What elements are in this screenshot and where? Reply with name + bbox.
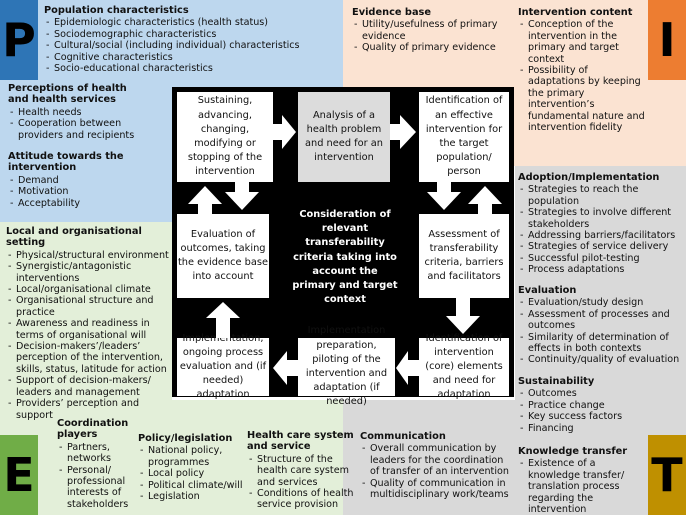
arrow-down-icon (446, 298, 480, 334)
list-item: Quality of communication in multidiscipl… (360, 478, 512, 501)
arrow-left-icon (273, 351, 298, 385)
knowledge-transfer-title: Knowledge transfer (518, 446, 628, 457)
policy-block: Policy/legislation National policy, prog… (138, 433, 246, 503)
list-item: Practice change (518, 400, 678, 412)
list-item: Similarity of determination of effects i… (518, 332, 684, 355)
cycle-box-sustaining: Sustaining, advancing, changing, modifyi… (177, 92, 273, 182)
list-item: Motivation (8, 186, 138, 198)
i-letter: I (648, 0, 686, 80)
list-item: Support of decision-makers/ leaders and … (6, 375, 171, 398)
list-item: Process adaptations (518, 264, 684, 276)
cycle-box-assessment: Assessment of transferability criteria, … (419, 214, 509, 298)
list-item: Health needs (8, 107, 136, 119)
list-item: Organisational structure and practice (6, 295, 171, 318)
communication-title: Communication (360, 431, 446, 442)
list-item: Epidemiologic characteristics (health st… (44, 17, 340, 29)
arrow-right-icon (273, 115, 296, 149)
list-item: Utility/usefulness of primary evidence (352, 19, 504, 42)
center-statement: Consideration of relevant transferabilit… (292, 209, 398, 306)
t-letter: T (648, 435, 686, 515)
arrow-right-icon (390, 115, 416, 149)
cycle-box-analysis: Analysis of a health problem and need fo… (298, 92, 390, 182)
list-item: Political climate/will (138, 480, 246, 492)
intervention-content-block: Intervention content Conception of the i… (518, 7, 646, 133)
list-item: Structure of the health care system and … (247, 454, 355, 488)
list-item: Legislation (138, 491, 246, 503)
list-item: Local/organisational climate (6, 284, 171, 296)
list-item: Key success factors (518, 411, 678, 423)
coordination-block: Coordination players Partners, networks … (57, 418, 137, 510)
list-item: Quality of primary evidence (352, 42, 504, 54)
evaluation-block: Evaluation Evaluation/study design Asses… (518, 285, 684, 366)
communication-block: Communication Overall communication by l… (360, 431, 512, 500)
arrow-up-icon (206, 302, 240, 338)
policy-title: Policy/legislation (138, 433, 233, 444)
attitude-block: Attitude towards the intervention Demand… (8, 151, 138, 209)
evaluation-title: Evaluation (518, 285, 577, 296)
p-letter: P (0, 0, 38, 80)
list-item: Strategies to involve different stakehol… (518, 207, 684, 230)
list-item: Outcomes (518, 388, 678, 400)
knowledge-transfer-block: Knowledge transfer Existence of a knowle… (518, 446, 648, 515)
list-item: Awareness and readiness in terms of orga… (6, 318, 171, 341)
list-item: Demand (8, 175, 138, 187)
adoption-block: Adoption/Implementation Strategies to re… (518, 172, 684, 276)
arrow-left-icon (396, 351, 419, 385)
list-item: Cognitive characteristics (44, 52, 340, 64)
list-item: Existence of a knowledge transfer/ trans… (518, 458, 648, 515)
list-item: National policy, programmes (138, 445, 246, 468)
list-item: Strategies of service delivery (518, 241, 684, 253)
evidence-block: Evidence base Utility/usefulness of prim… (352, 7, 504, 54)
list-item: Cooperation between providers and recipi… (8, 118, 136, 141)
population-title: Population characteristics (44, 5, 189, 16)
list-item: Synergistic/antagonistic interventions (6, 261, 171, 284)
list-item: Socio-educational characteristics (44, 63, 340, 75)
list-item: Partners, networks (57, 442, 137, 465)
list-item: Cultural/social (including individual) c… (44, 40, 340, 52)
evidence-title: Evidence base (352, 7, 432, 18)
arrow-up-icon (188, 186, 222, 214)
adoption-title: Adoption/Implementation (518, 172, 660, 183)
list-item: Providers’ perception and support (6, 398, 171, 421)
list-item: Evaluation/study design (518, 297, 684, 309)
list-item: Successful pilot-testing (518, 253, 684, 265)
e-letter: E (0, 435, 38, 515)
arrow-up-icon (468, 186, 502, 214)
list-item: Financing (518, 423, 678, 435)
list-item: Conception of the intervention in the pr… (518, 19, 646, 65)
list-item: Decision-makers’/leaders’ perception of … (6, 341, 171, 375)
local-setting-block: Local and organisational setting Physica… (6, 226, 171, 421)
arrow-down-icon (225, 182, 259, 210)
coordination-title: Coordination players (57, 418, 129, 441)
health-care-title: Health care system and service (247, 430, 354, 453)
list-item: Overall communication by leaders for the… (360, 443, 512, 477)
attitude-title: Attitude towards the intervention (8, 151, 124, 174)
list-item: Sociodemographic characteristics (44, 29, 340, 41)
list-item: Local policy (138, 468, 246, 480)
health-care-block: Health care system and service Structure… (247, 430, 355, 511)
population-block: Population characteristics Epidemiologic… (44, 5, 340, 75)
sustainability-title: Sustainability (518, 376, 595, 387)
list-item: Assessment of processes and outcomes (518, 309, 684, 332)
perceptions-title: Perceptions of health and health service… (8, 83, 127, 106)
list-item: Continuity/quality of evaluation (518, 354, 684, 366)
list-item: Physical/structural environment (6, 250, 171, 262)
cycle-box-evaluation: Evaluation of outcomes, taking the evide… (177, 214, 269, 298)
intervention-content-title: Intervention content (518, 7, 633, 18)
perceptions-block: Perceptions of health and health service… (8, 83, 136, 141)
sustainability-block: Sustainability Outcomes Practice change … (518, 376, 678, 434)
list-item: Strategies to reach the population (518, 184, 684, 207)
cycle-box-identification-effective: Identification of an effective intervent… (419, 92, 509, 182)
cycle-box-identification-core: Identification of intervention (core) el… (419, 333, 509, 400)
local-setting-title: Local and organisational setting (6, 226, 142, 249)
list-item: Addressing barriers/facilitators (518, 230, 684, 242)
arrow-down-icon (427, 182, 461, 210)
list-item: Conditions of health service provision (247, 488, 355, 511)
list-item: Personal/ professional interests of stak… (57, 465, 137, 511)
list-item: Acceptability (8, 198, 138, 210)
list-item: Possibility of adaptations by keeping th… (518, 65, 646, 133)
